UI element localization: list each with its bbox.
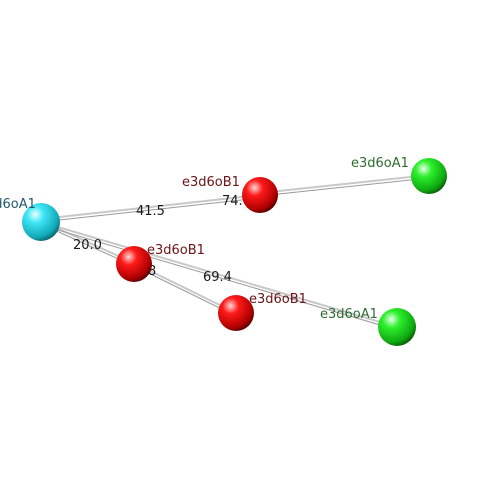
- node-sphere-chain-b[interactable]: [242, 177, 278, 213]
- node-label-n4: e3d6oB1: [249, 292, 307, 307]
- nodes: [22, 158, 447, 346]
- edge-label-n3-n4: 8: [148, 264, 156, 279]
- node-label-n5: e3d6oA1: [320, 307, 378, 322]
- node-sphere-query[interactable]: [22, 203, 60, 241]
- node-sphere-chain-b[interactable]: [116, 246, 152, 282]
- node-labels: e3d6oA1 e3d6oB1 e3d6oA1 e3d6oB1 e3d6oB1 …: [0, 156, 409, 322]
- edge-label-n1-n2: 74.: [222, 194, 243, 209]
- node-n0[interactable]: [22, 203, 60, 241]
- node-label-n1: e3d6oB1: [182, 175, 240, 190]
- node-sphere-chain-a[interactable]: [378, 308, 416, 346]
- node-label-n0: e3d6oA1: [0, 197, 36, 212]
- node-sphere-chain-a[interactable]: [411, 158, 447, 194]
- node-n5[interactable]: [378, 308, 416, 346]
- node-n2[interactable]: [411, 158, 447, 194]
- node-n4[interactable]: [218, 295, 254, 331]
- edge-label-n0-n3: 20.0: [73, 238, 102, 253]
- node-label-n3: e3d6oB1: [147, 243, 205, 258]
- edge-label-n0-n5: 69.4: [203, 270, 232, 285]
- node-label-n2: e3d6oA1: [351, 156, 409, 171]
- node-sphere-chain-b[interactable]: [218, 295, 254, 331]
- edge-label-n0-n1: 41.5: [136, 204, 165, 219]
- edge-labels: 41.5 74. 20.0 8 69.4: [73, 194, 243, 285]
- node-n1[interactable]: [242, 177, 278, 213]
- edge-n0-n1: [40, 194, 261, 223]
- node-n3[interactable]: [116, 246, 152, 282]
- edge-n0-n5: [40, 221, 398, 331]
- edge-n1-n2: [259, 174, 430, 197]
